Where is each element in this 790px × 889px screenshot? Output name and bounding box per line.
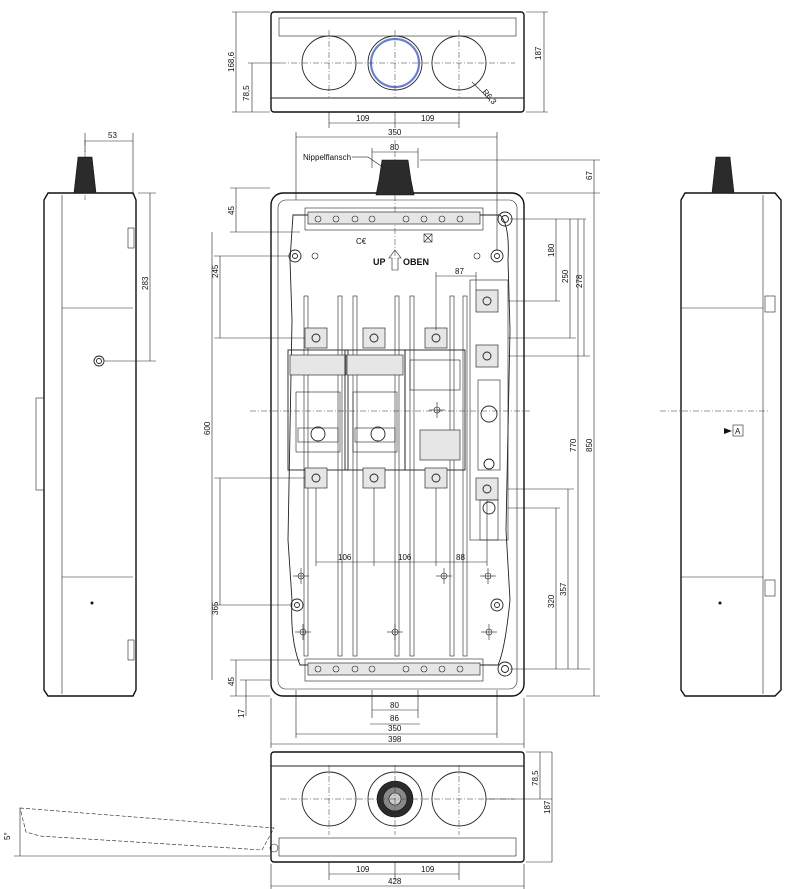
dim-top-radius: R6,3 — [480, 88, 498, 107]
side-view-left: 53 283 — [35, 131, 156, 697]
oben-label: OBEN — [403, 257, 429, 267]
dim-top-109-right: 109 — [421, 114, 435, 123]
dim-front-106-left: 106 — [338, 553, 352, 562]
top-view: 168,6 78,5 187 109 109 R6,3 — [227, 11, 548, 128]
dim-bottom-187: 187 — [543, 800, 552, 814]
dim-bottom-78-5: 78,5 — [531, 770, 540, 786]
nippelflansch-label: Nippelflansch — [303, 153, 351, 162]
svg-text:C€: C€ — [356, 237, 367, 246]
dim-front-770: 770 — [569, 438, 578, 452]
dim-top-78-5: 78,5 — [242, 85, 251, 101]
dim-front-180: 180 — [547, 243, 556, 257]
dim-front-80-top: 80 — [390, 143, 399, 152]
dim-front-278: 278 — [575, 274, 584, 288]
dim-front-600: 600 — [203, 421, 212, 435]
dim-side-53: 53 — [108, 131, 117, 140]
dim-front-850: 850 — [585, 438, 594, 452]
dim-front-350-bottom: 350 — [388, 724, 402, 733]
side-view-right: A — [660, 156, 782, 697]
angle-5-deg: 5° — [3, 832, 12, 840]
dim-front-106-right: 106 — [398, 553, 412, 562]
bottom-view: 78,5 187 109 109 428 5° — [3, 751, 553, 889]
dim-front-357: 357 — [559, 582, 568, 596]
dim-front-17: 17 — [237, 709, 246, 718]
dim-front-87: 87 — [455, 267, 464, 276]
dim-front-320: 320 — [547, 594, 556, 608]
dim-front-398: 398 — [388, 735, 402, 744]
dim-front-250: 250 — [561, 269, 570, 283]
dim-top-168-6: 168,6 — [227, 51, 236, 72]
dim-front-67: 67 — [585, 171, 594, 180]
section-marker-a: A — [735, 427, 741, 436]
dim-top-187: 187 — [534, 46, 543, 60]
dim-bottom-109-left: 109 — [356, 865, 370, 874]
dim-top-109-left: 109 — [356, 114, 370, 123]
dim-front-350-top: 350 — [388, 128, 402, 137]
dim-front-88: 88 — [456, 553, 465, 562]
dim-front-245: 245 — [211, 264, 220, 278]
dim-front-365: 365 — [211, 601, 220, 615]
dim-front-80-bottom: 80 — [390, 701, 399, 710]
front-view: C€ UP OBEN Nippelflansch — [203, 128, 600, 748]
dim-front-45-bottom: 45 — [227, 677, 236, 686]
dim-bottom-109-right: 109 — [421, 865, 435, 874]
dim-front-86: 86 — [390, 714, 399, 723]
up-label: UP — [373, 257, 386, 267]
dim-bottom-428: 428 — [388, 877, 402, 886]
dim-side-283: 283 — [141, 276, 150, 290]
dim-front-45-top: 45 — [227, 206, 236, 215]
